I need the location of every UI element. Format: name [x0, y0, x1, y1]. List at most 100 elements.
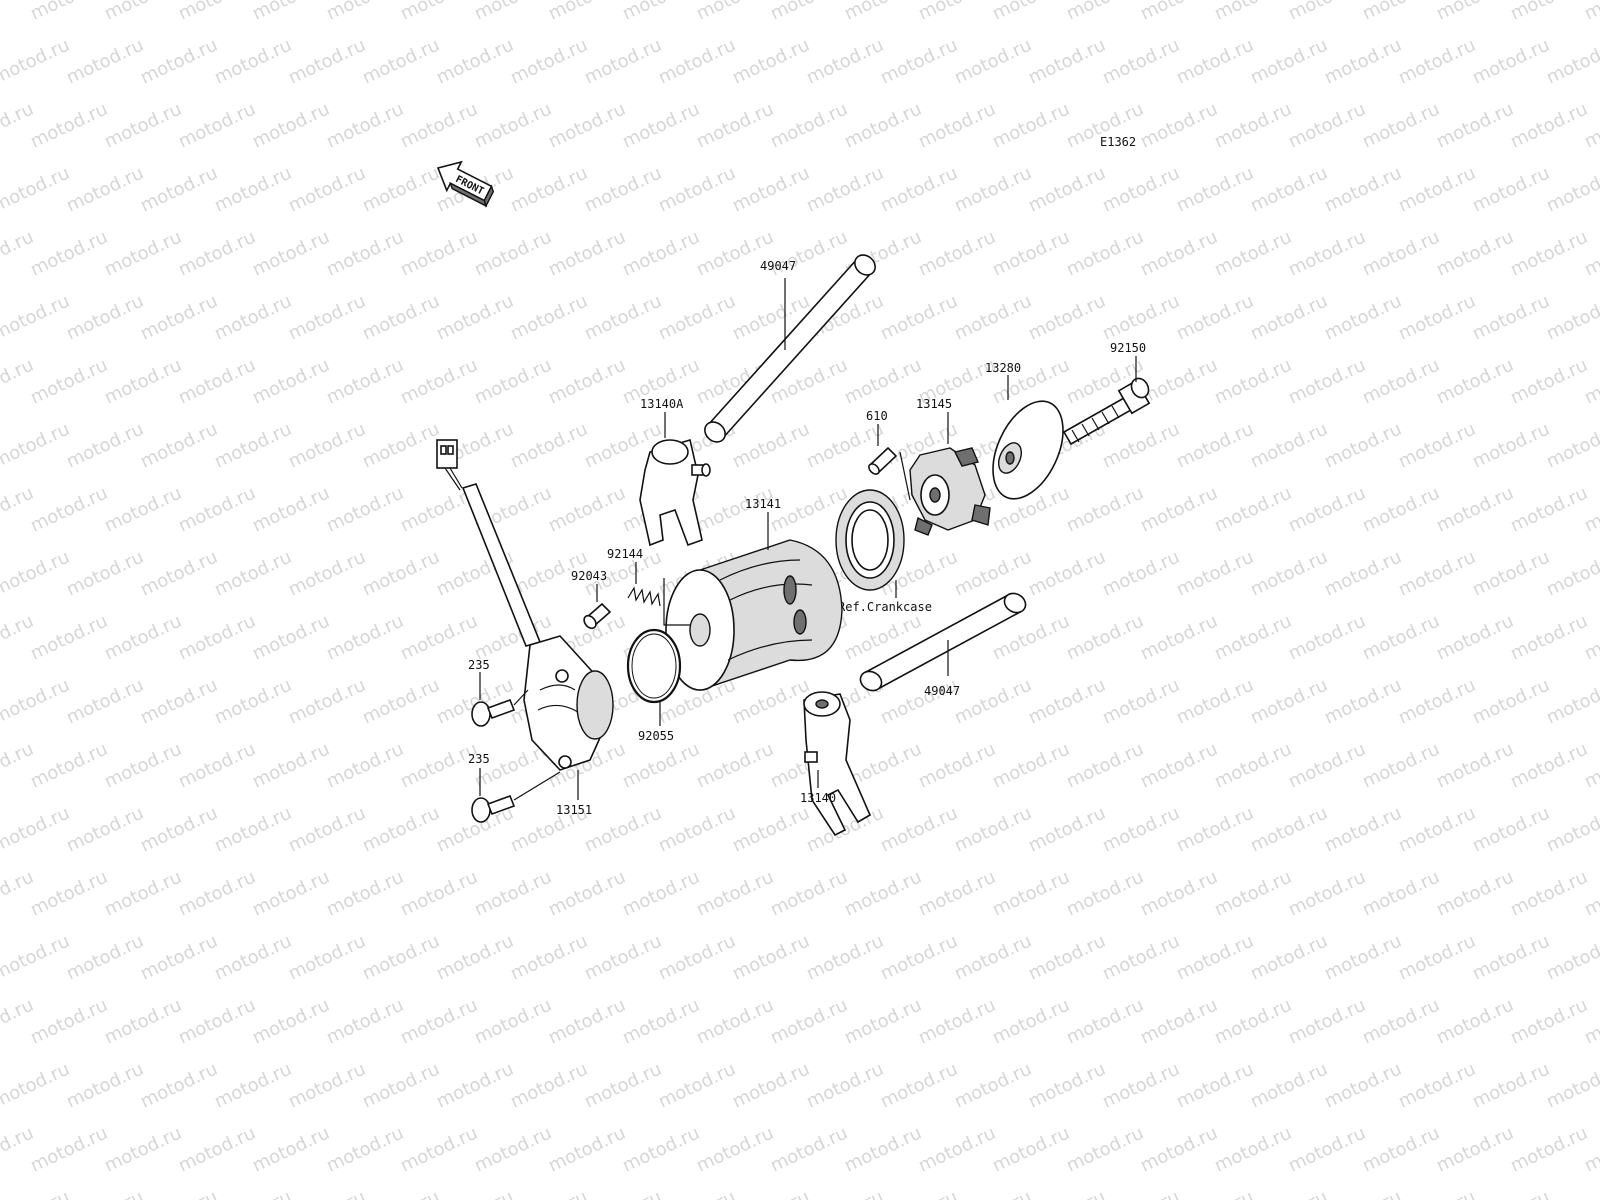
watermark-text: motod.ru — [175, 99, 259, 153]
watermark-text: motod.ru — [249, 355, 333, 409]
watermark-text: motod.ru — [359, 291, 443, 345]
watermark-text: motod.ru — [1359, 739, 1443, 793]
watermark-text: motod.ru — [619, 227, 703, 281]
watermark-text: motod.ru — [1137, 483, 1221, 537]
watermark-text: motod.ru — [951, 291, 1035, 345]
watermark-text: motod.ru — [1581, 0, 1600, 25]
watermark-text: motod.ru — [285, 291, 369, 345]
watermark-text: motod.ru — [0, 803, 73, 857]
watermark-text: motod.ru — [729, 419, 813, 473]
watermark-text: motod.ru — [101, 739, 185, 793]
watermark-text: motod.ru — [397, 1123, 481, 1177]
watermark-text: motod.ru — [137, 419, 221, 473]
watermark-text: motod.ru — [397, 227, 481, 281]
watermark-text: motod.ru — [729, 35, 813, 89]
watermark-text: motod.ru — [175, 995, 259, 1049]
watermark-text: motod.ru — [1285, 227, 1369, 281]
watermark-text: motod.ru — [1433, 355, 1517, 409]
watermark-text: motod.ru — [1507, 0, 1591, 25]
watermark-text: motod.ru — [27, 483, 111, 537]
watermark-text: motod.ru — [249, 739, 333, 793]
watermark-text: motod.ru — [359, 419, 443, 473]
watermark-text: motod.ru — [1099, 419, 1183, 473]
watermark-text: motod.ru — [1433, 0, 1517, 25]
watermark-text: motod.ru — [915, 995, 999, 1049]
watermark-text: motod.ru — [211, 1059, 295, 1113]
watermark-text: motod.ru — [1507, 355, 1591, 409]
watermark-text: motod.ru — [545, 1123, 629, 1177]
label-92144: 92144 — [607, 547, 643, 561]
watermark-text: motod.ru — [1321, 1187, 1405, 1200]
watermark-text: motod.ru — [545, 483, 629, 537]
watermark-text: motod.ru — [63, 675, 147, 729]
label-92150: 92150 — [1110, 341, 1146, 355]
watermark-text: motod.ru — [27, 1123, 111, 1177]
watermark-text: motod.ru — [1173, 547, 1257, 601]
watermark-text: motod.ru — [655, 1059, 739, 1113]
watermark-text: motod.ru — [137, 1187, 221, 1200]
watermark-text: motod.ru — [841, 355, 925, 409]
watermark-text: motod.ru — [1137, 0, 1221, 25]
watermark-text: motod.ru — [1433, 227, 1517, 281]
watermark-text: motod.ru — [1433, 867, 1517, 921]
watermark-text: motod.ru — [1359, 611, 1443, 665]
watermark-text: motod.ru — [323, 355, 407, 409]
watermark-text: motod.ru — [323, 1123, 407, 1177]
watermark-text: motod.ru — [359, 35, 443, 89]
shift-rod-bottom — [859, 592, 1027, 692]
watermark-text: motod.ru — [0, 675, 73, 729]
watermark-text: motod.ru — [323, 739, 407, 793]
watermark-text: motod.ru — [1137, 1123, 1221, 1177]
watermark-text: motod.ru — [137, 803, 221, 857]
watermark-text: motod.ru — [581, 803, 665, 857]
watermark-text: motod.ru — [433, 931, 517, 985]
watermark-text: motod.ru — [1247, 419, 1331, 473]
watermark-text: motod.ru — [1507, 867, 1591, 921]
watermark-text: motod.ru — [211, 163, 295, 217]
watermark-text: motod.ru — [175, 355, 259, 409]
watermark-text: motod.ru — [1285, 739, 1369, 793]
watermark-text: motod.ru — [1211, 611, 1295, 665]
watermark-text: motod.ru — [1433, 739, 1517, 793]
watermark-text: motod.ru — [1099, 163, 1183, 217]
watermark-text: motod.ru — [545, 99, 629, 153]
watermark-text: motod.ru — [1211, 867, 1295, 921]
pin-92043 — [583, 584, 612, 630]
watermark-text: motod.ru — [285, 1059, 369, 1113]
watermark-text: motod.ru — [249, 995, 333, 1049]
watermark-text: motod.ru — [137, 291, 221, 345]
watermark-text: motod.ru — [471, 0, 555, 25]
watermark-text: motod.ru — [1063, 995, 1147, 1049]
watermark-text: motod.ru — [1063, 0, 1147, 25]
watermark-text: motod.ru — [1507, 739, 1591, 793]
watermark-text: motod.ru — [693, 1123, 777, 1177]
watermark-text: motod.ru — [211, 35, 295, 89]
watermark-text: motod.ru — [545, 867, 629, 921]
watermark-text: motod.ru — [1285, 355, 1369, 409]
watermark-text: motod.ru — [0, 1187, 73, 1200]
watermark-text: motod.ru — [1285, 611, 1369, 665]
watermark-text: motod.ru — [1247, 291, 1331, 345]
watermark-text: motod.ru — [63, 291, 147, 345]
watermark-text: motod.ru — [1025, 163, 1109, 217]
watermark-text: motod.ru — [285, 931, 369, 985]
watermark-text: motod.ru — [1247, 931, 1331, 985]
watermark-text: motod.ru — [915, 867, 999, 921]
watermark-text: motod.ru — [397, 867, 481, 921]
watermark-text: motod.ru — [249, 0, 333, 25]
watermark-text: motod.ru — [1211, 739, 1295, 793]
watermark-text: motod.ru — [1247, 803, 1331, 857]
watermark-text: motod.ru — [63, 163, 147, 217]
watermark-text: motod.ru — [249, 99, 333, 153]
watermark-text: motod.ru — [323, 99, 407, 153]
watermark-text: motod.ru — [915, 0, 999, 25]
watermark-text: motod.ru — [211, 547, 295, 601]
watermark-text: motod.ru — [1321, 931, 1405, 985]
watermark-text: motod.ru — [1507, 99, 1591, 153]
watermark-text: motod.ru — [1137, 995, 1221, 1049]
watermark-text: motod.ru — [1359, 227, 1443, 281]
watermark-text: motod.ru — [1543, 35, 1600, 89]
watermark-text: motod.ru — [1433, 611, 1517, 665]
watermark-text: motod.ru — [1285, 995, 1369, 1049]
watermark-text: motod.ru — [1433, 483, 1517, 537]
